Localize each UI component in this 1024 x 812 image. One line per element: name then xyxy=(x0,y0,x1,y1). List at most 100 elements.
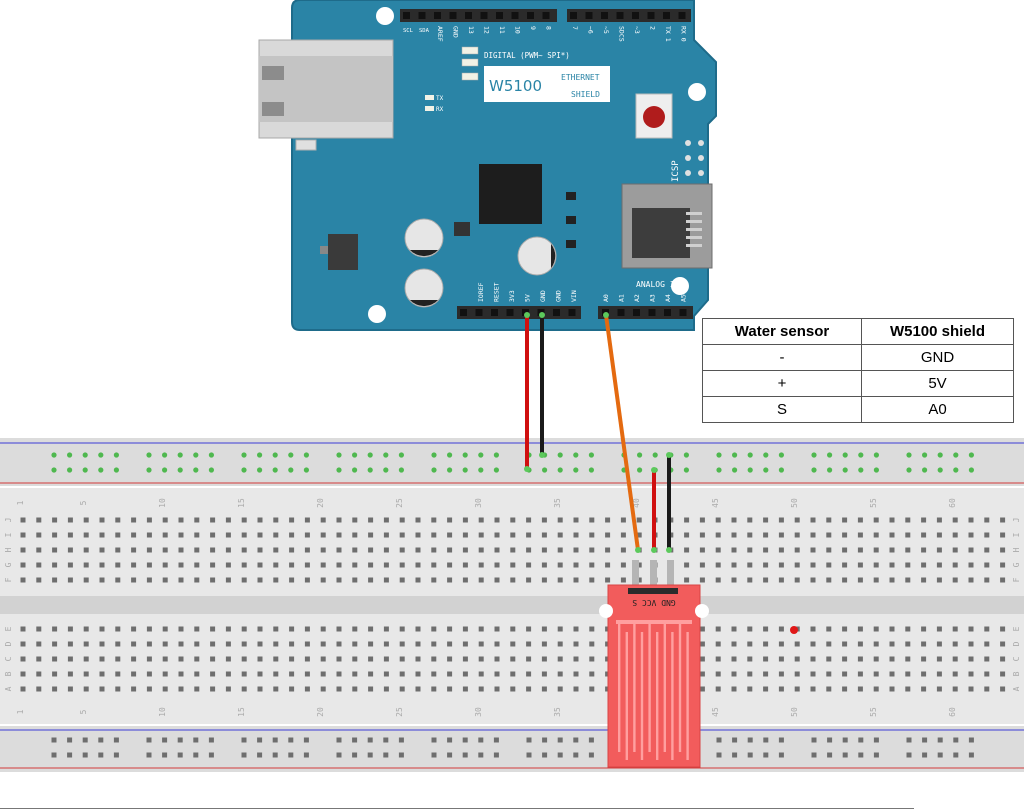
bb-hole xyxy=(1000,641,1006,647)
bb-hole xyxy=(52,532,58,538)
bb-hole xyxy=(826,671,832,677)
sensor-trace xyxy=(656,632,659,760)
power-header xyxy=(457,306,581,319)
header-label: 11 xyxy=(498,26,506,34)
mount-hole-1 xyxy=(376,7,394,25)
bb-hole xyxy=(304,641,310,647)
bb-hole xyxy=(83,686,89,692)
bb-hole xyxy=(684,562,690,568)
rail-hole xyxy=(827,467,833,473)
bb-hole xyxy=(368,547,374,553)
bb-hole xyxy=(731,671,737,677)
bb-hole xyxy=(968,532,974,538)
rail-hole xyxy=(763,452,769,458)
bb-hole xyxy=(810,671,816,677)
rail-hole xyxy=(113,467,119,473)
rail-hole xyxy=(716,452,722,458)
bb-hole xyxy=(968,517,974,523)
w5100-chip xyxy=(479,164,542,224)
row-letter: F xyxy=(1012,577,1021,582)
column-number: 30 xyxy=(474,707,483,717)
row-letter: G xyxy=(4,562,13,567)
bb-hole xyxy=(778,641,784,647)
bb-hole xyxy=(99,626,105,632)
bb-hole xyxy=(115,547,121,553)
bb-hole xyxy=(352,626,358,632)
bb-hole xyxy=(810,562,816,568)
bb-hole xyxy=(162,626,168,632)
bb-hole xyxy=(225,517,231,523)
bb-hole xyxy=(431,577,437,583)
bottom-header-pins xyxy=(460,309,687,316)
bb-hole xyxy=(826,562,832,568)
header-label: 8 xyxy=(545,26,553,30)
rail-hole xyxy=(827,737,833,743)
bb-hole xyxy=(178,577,184,583)
bb-hole xyxy=(431,686,437,692)
bb-hole xyxy=(842,577,848,583)
bb-hole xyxy=(715,626,721,632)
bb-hole xyxy=(1000,577,1006,583)
bb-hole xyxy=(905,656,911,662)
bb-hole xyxy=(747,686,753,692)
bb-hole xyxy=(146,517,152,523)
column-number: 1 xyxy=(16,709,25,714)
rail-hole xyxy=(478,752,484,758)
bb-hole xyxy=(383,641,389,647)
bb-hole xyxy=(1000,656,1006,662)
bb-hole xyxy=(67,641,73,647)
bb-hole xyxy=(52,641,58,647)
rail-hole xyxy=(557,467,563,473)
rail-hole xyxy=(573,737,579,743)
bb-hole xyxy=(273,517,279,523)
header-pin xyxy=(648,309,656,316)
rail-hole xyxy=(683,467,690,473)
bb-hole xyxy=(889,547,895,553)
bb-hole xyxy=(573,626,579,632)
sensor-pin-s xyxy=(632,560,639,586)
sensor-pin-gnd xyxy=(667,560,674,586)
bb-hole xyxy=(447,532,453,538)
bb-hole xyxy=(747,517,753,523)
bb-hole xyxy=(273,641,279,647)
row-letter: J xyxy=(4,518,13,523)
sensor-trace xyxy=(678,624,682,752)
bb-hole xyxy=(541,547,547,553)
bb-hole xyxy=(383,517,389,523)
bb-hole xyxy=(952,641,958,647)
bb-hole xyxy=(494,577,500,583)
bb-hole xyxy=(889,641,895,647)
bb-hole xyxy=(620,532,626,538)
bb-hole xyxy=(889,577,895,583)
rail-hole xyxy=(257,737,263,743)
rail-hole xyxy=(763,752,769,758)
rail-hole xyxy=(827,452,833,458)
bb-hole xyxy=(810,547,816,553)
bb-hole xyxy=(383,656,389,662)
status-leds xyxy=(425,46,479,111)
bb-hole xyxy=(636,532,642,538)
bb-hole xyxy=(921,656,927,662)
header-pin xyxy=(616,12,624,19)
bb-hole xyxy=(763,671,769,677)
rail-hole xyxy=(462,737,468,743)
bb-hole xyxy=(241,517,247,523)
bb-hole xyxy=(20,517,26,523)
bb-hole xyxy=(1000,626,1006,632)
bb-hole xyxy=(541,656,547,662)
bb-hole xyxy=(194,532,200,538)
bb-hole xyxy=(842,532,848,538)
bb-hole xyxy=(146,641,152,647)
bb-hole xyxy=(447,641,453,647)
bb-hole xyxy=(368,686,374,692)
bb-hole xyxy=(494,626,500,632)
bb-hole xyxy=(905,641,911,647)
bb-hole xyxy=(304,562,310,568)
bb-hole xyxy=(699,626,705,632)
bb-hole xyxy=(131,626,137,632)
bb-hole xyxy=(462,577,468,583)
bb-hole xyxy=(83,547,89,553)
bb-hole xyxy=(36,626,42,632)
rail-hole xyxy=(542,752,548,758)
